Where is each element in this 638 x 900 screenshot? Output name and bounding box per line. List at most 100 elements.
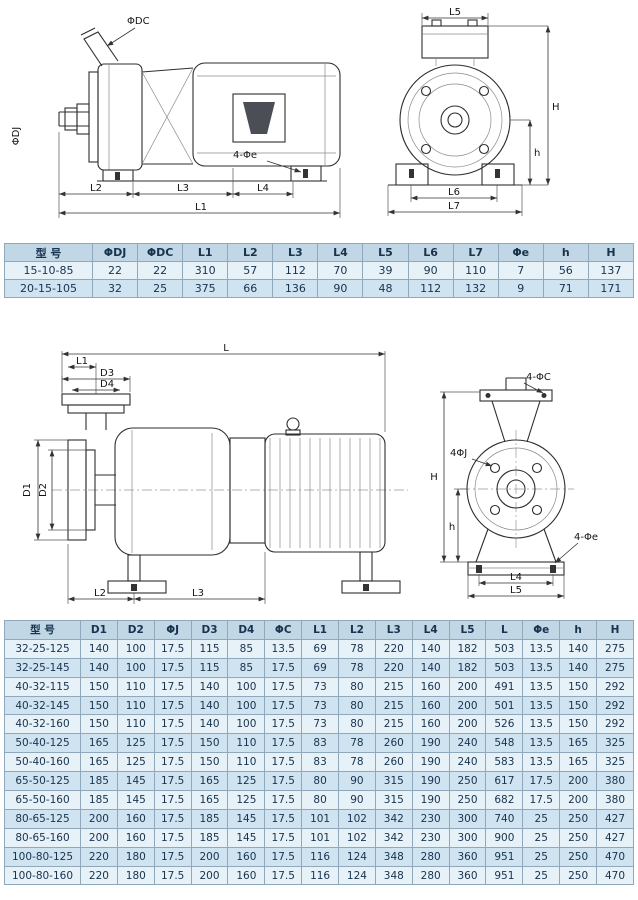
column-header: L4	[411, 620, 450, 640]
value-cell: 83	[301, 752, 340, 773]
value-cell: 215	[374, 714, 413, 735]
mounting-feet	[107, 551, 401, 594]
value-cell: 17.5	[264, 827, 303, 848]
value-cell: 17.5	[264, 752, 303, 773]
value-cell: 275	[596, 657, 634, 678]
value-cell: 160	[411, 695, 450, 716]
value-cell: 80	[301, 790, 340, 810]
value-cell: 360	[448, 846, 487, 867]
dim-label-4-phi-e: 4-Φe	[574, 532, 598, 543]
value-cell: 17.5	[264, 676, 303, 697]
value-cell: 78	[338, 638, 376, 659]
value-cell: 17.5	[153, 676, 192, 697]
value-cell: 185	[190, 808, 229, 829]
value-cell: 182	[448, 657, 487, 678]
value-cell: 102	[338, 827, 376, 848]
value-cell: 9	[497, 279, 544, 298]
mounting-feet	[97, 165, 327, 182]
value-cell: 165	[190, 790, 229, 810]
value-cell: 78	[338, 733, 376, 754]
value-cell: 292	[596, 695, 634, 716]
value-cell: 200	[80, 808, 118, 829]
lantern-bracket	[141, 67, 194, 165]
column-header: L4	[317, 243, 364, 262]
column-header: H	[587, 243, 635, 262]
value-cell: 110	[116, 695, 155, 716]
dim-label-H: H	[552, 102, 560, 113]
column-header: ΦDC	[137, 243, 184, 262]
value-cell: 80	[338, 695, 376, 716]
value-cell: 80	[338, 676, 376, 697]
value-cell: 17.5	[264, 714, 303, 735]
value-cell: 102	[338, 808, 376, 829]
model-cell: 32-25-145	[4, 657, 81, 678]
value-cell: 360	[448, 865, 487, 886]
value-cell: 110	[116, 714, 155, 735]
value-cell: 200	[559, 790, 598, 810]
value-cell: 145	[227, 827, 266, 848]
model-cell: 15-10-85	[4, 261, 93, 280]
dim-label-l7: L7	[448, 201, 460, 212]
motor-body	[192, 62, 341, 167]
value-cell: 85	[227, 638, 266, 659]
value-cell: 200	[80, 827, 118, 848]
value-cell: 215	[374, 676, 413, 697]
value-cell: 85	[227, 657, 266, 678]
value-cell: 100	[116, 638, 155, 659]
pump-type1-side-view-diagram: ΦDC ΦDJ 4-Φe L2 L3 L4 L1	[11, 16, 341, 218]
dim-label-l2: L2	[94, 588, 106, 599]
value-cell: 165	[80, 733, 118, 754]
value-cell: 140	[190, 714, 229, 735]
value-cell: 69	[301, 657, 340, 678]
value-cell: 165	[559, 733, 598, 754]
value-cell: 80	[301, 771, 340, 792]
value-cell: 125	[116, 752, 155, 773]
value-cell: 115	[190, 638, 229, 659]
value-cell: 200	[559, 771, 598, 792]
value-cell: 140	[559, 657, 598, 678]
value-cell: 165	[190, 771, 229, 792]
value-cell: 145	[227, 808, 266, 829]
value-cell: 160	[411, 676, 450, 697]
value-cell: 427	[596, 827, 634, 848]
value-cell: 13.5	[522, 695, 561, 716]
value-cell: 13.5	[522, 714, 561, 735]
column-header: L2	[227, 243, 274, 262]
value-cell: 17.5	[153, 808, 192, 829]
lifting-eyebolt	[285, 417, 301, 436]
value-cell: 17.5	[264, 771, 303, 792]
value-cell: 13.5	[264, 638, 303, 659]
value-cell: 145	[116, 790, 155, 810]
value-cell: 185	[80, 771, 118, 792]
value-cell: 17.5	[264, 865, 303, 886]
value-cell: 17.5	[522, 771, 561, 792]
value-cell: 22	[91, 261, 139, 280]
value-cell: 325	[596, 733, 634, 754]
value-cell: 140	[80, 657, 118, 678]
model-cell: 100-80-160	[4, 865, 81, 886]
value-cell: 470	[596, 865, 634, 886]
value-cell: 145	[116, 771, 155, 792]
discharge-flange	[61, 393, 131, 430]
value-cell: 110	[116, 676, 155, 697]
pump-casing	[114, 427, 231, 556]
value-cell: 17.5	[153, 695, 192, 716]
value-cell: 140	[80, 638, 118, 659]
value-cell: 71	[542, 279, 589, 298]
value-cell: 25	[137, 279, 184, 298]
value-cell: 617	[485, 771, 524, 792]
model-cell: 50-40-160	[4, 752, 81, 773]
value-cell: 39	[362, 261, 409, 280]
value-cell: 140	[190, 695, 229, 716]
value-cell: 275	[596, 638, 634, 659]
value-cell: 13.5	[522, 752, 561, 773]
value-cell: 110	[227, 752, 266, 773]
dimension-annotations: L L1 D3 D4 D1 D2 L2 L3	[22, 343, 386, 604]
